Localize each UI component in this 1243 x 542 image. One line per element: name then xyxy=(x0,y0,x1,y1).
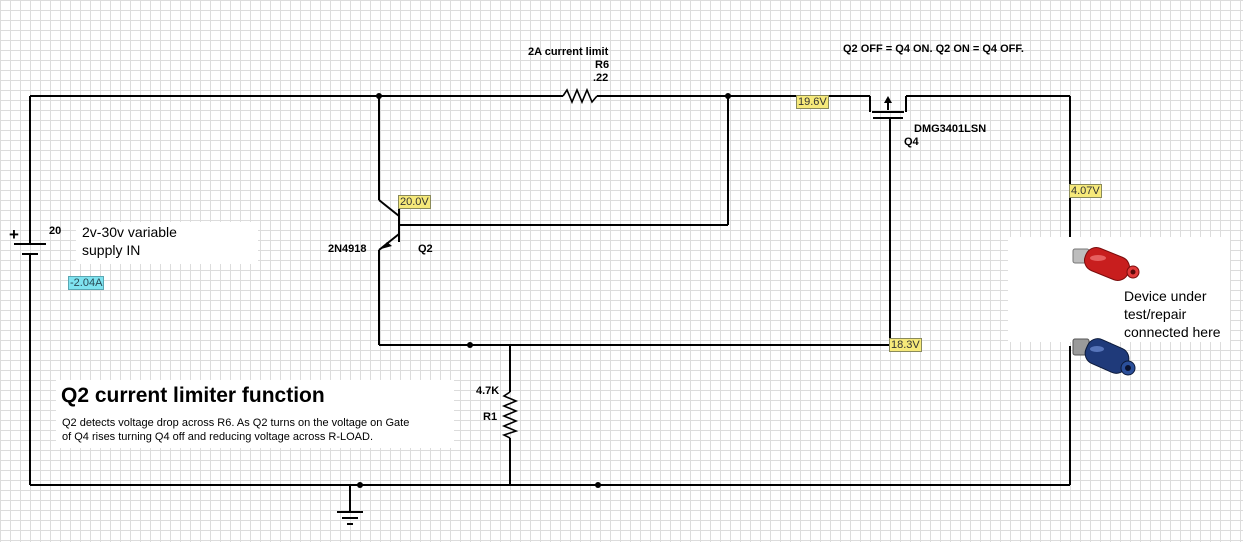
red-binding-post-icon xyxy=(1072,247,1140,281)
q2-name-label: Q2 xyxy=(418,243,433,255)
description-line-2: of Q4 rises turning Q4 off and reducing … xyxy=(62,431,374,443)
r1-value-label: 4.7K xyxy=(476,385,500,397)
dut-line-3: connected here xyxy=(1124,324,1221,340)
battery-value-label: 20 xyxy=(49,225,62,237)
junction-dots xyxy=(357,93,731,488)
probe-q2-base-voltage: 20.0V xyxy=(398,195,431,209)
ground-symbol xyxy=(337,511,363,525)
q2-transistor xyxy=(378,199,405,251)
description-title: Q2 current limiter function xyxy=(61,384,325,407)
probe-supply-current: -2.04A xyxy=(68,276,105,290)
r6-name-label: R6 xyxy=(595,59,610,71)
supply-line-2: supply IN xyxy=(82,242,141,258)
probe-output-voltage: 4.07V xyxy=(1069,184,1102,198)
r6-resistor xyxy=(562,87,598,105)
battery-symbol xyxy=(14,226,46,268)
probe-q4-source-voltage: 19.6V xyxy=(796,95,829,109)
r6-value-label: .22 xyxy=(593,72,609,84)
r1-name-label: R1 xyxy=(483,411,498,423)
q4-part-label: DMG3401LSN xyxy=(914,123,987,135)
dut-line-1: Device under xyxy=(1124,288,1207,304)
q4-mosfet xyxy=(869,96,907,119)
q4-logic-note: Q2 OFF = Q4 ON. Q2 ON = Q4 OFF. xyxy=(843,43,1024,55)
r6-function-label: 2A current limit xyxy=(528,46,609,58)
dut-line-2: test/repair xyxy=(1124,306,1187,322)
q2-part-label: 2N4918 xyxy=(328,243,367,255)
description-line-1: Q2 detects voltage drop across R6. As Q2… xyxy=(62,417,410,429)
r1-resistor xyxy=(501,391,519,439)
probe-q4-gate-voltage: 18.3V xyxy=(889,338,922,352)
blue-binding-post-icon xyxy=(1072,338,1136,376)
battery-plus-label: + xyxy=(9,225,19,244)
description-block: Q2 current limiter function Q2 detects v… xyxy=(56,380,454,448)
q4-name-label: Q4 xyxy=(904,136,919,148)
supply-note: 2v-30v variable supply IN xyxy=(76,222,258,264)
supply-line-1: 2v-30v variable xyxy=(82,224,177,240)
